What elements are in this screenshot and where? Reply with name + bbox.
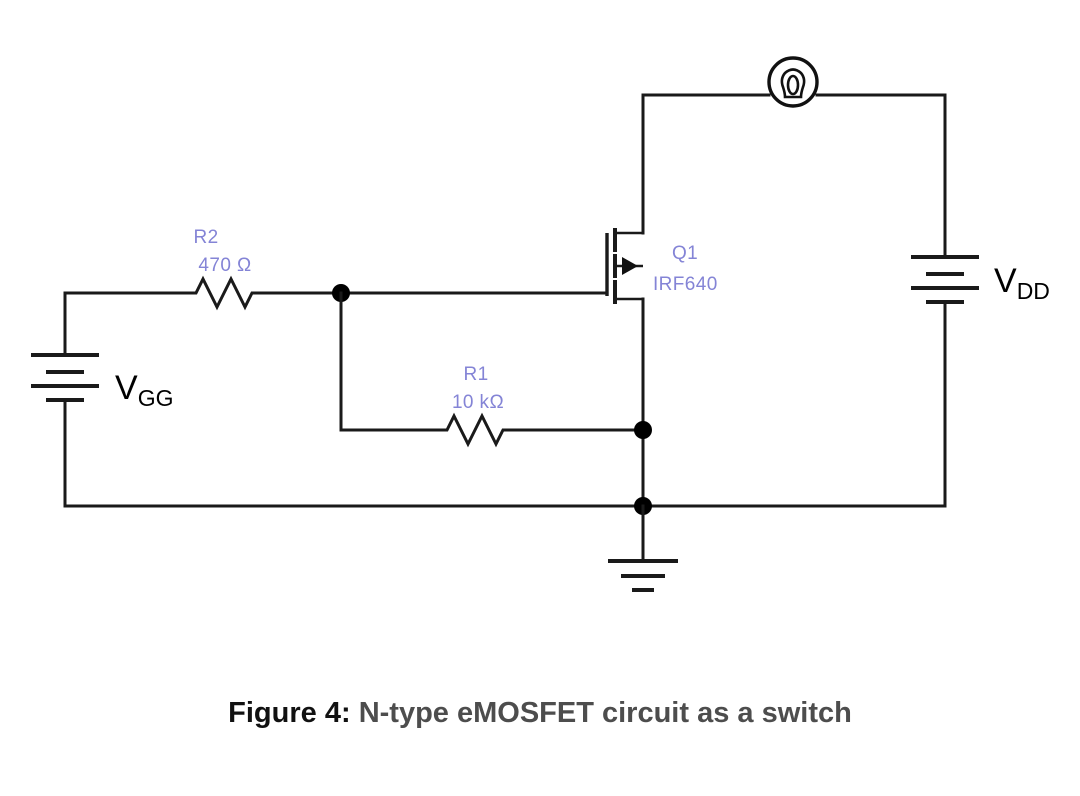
q1-designator-label: Q1 (672, 243, 698, 264)
figure-caption: Figure 4: N-type eMOSFET circuit as a sw… (0, 697, 1080, 730)
r2-designator-label: R2 (193, 227, 218, 248)
mosfet-body-arrow-icon (622, 257, 638, 275)
lamp-indicator (767, 56, 819, 108)
resistor-r1 (440, 412, 513, 448)
bulb-filament-icon (786, 74, 800, 96)
ground-symbol (608, 504, 678, 592)
vdd-label: VDD (994, 262, 1050, 304)
vgg-label: VGG (115, 369, 173, 411)
figure-caption-text: N-type eMOSFET circuit as a switch (358, 697, 852, 729)
battery-vdd (911, 255, 979, 304)
wire-gate-node-to-r1 (339, 291, 442, 432)
battery-vgg (31, 353, 99, 402)
r1-designator-label: R1 (463, 364, 488, 385)
q1-value-label: IRF640 (653, 274, 718, 295)
mosfet-q1 (605, 93, 645, 508)
r2-value-label: 470 Ω (198, 255, 251, 276)
bulb-icon (780, 68, 806, 99)
r1-value-label: 10 kΩ (452, 392, 504, 413)
figure-caption-number: Figure 4: (228, 697, 351, 729)
junction-dot-source-node (634, 421, 652, 439)
resistor-r2 (189, 275, 262, 311)
